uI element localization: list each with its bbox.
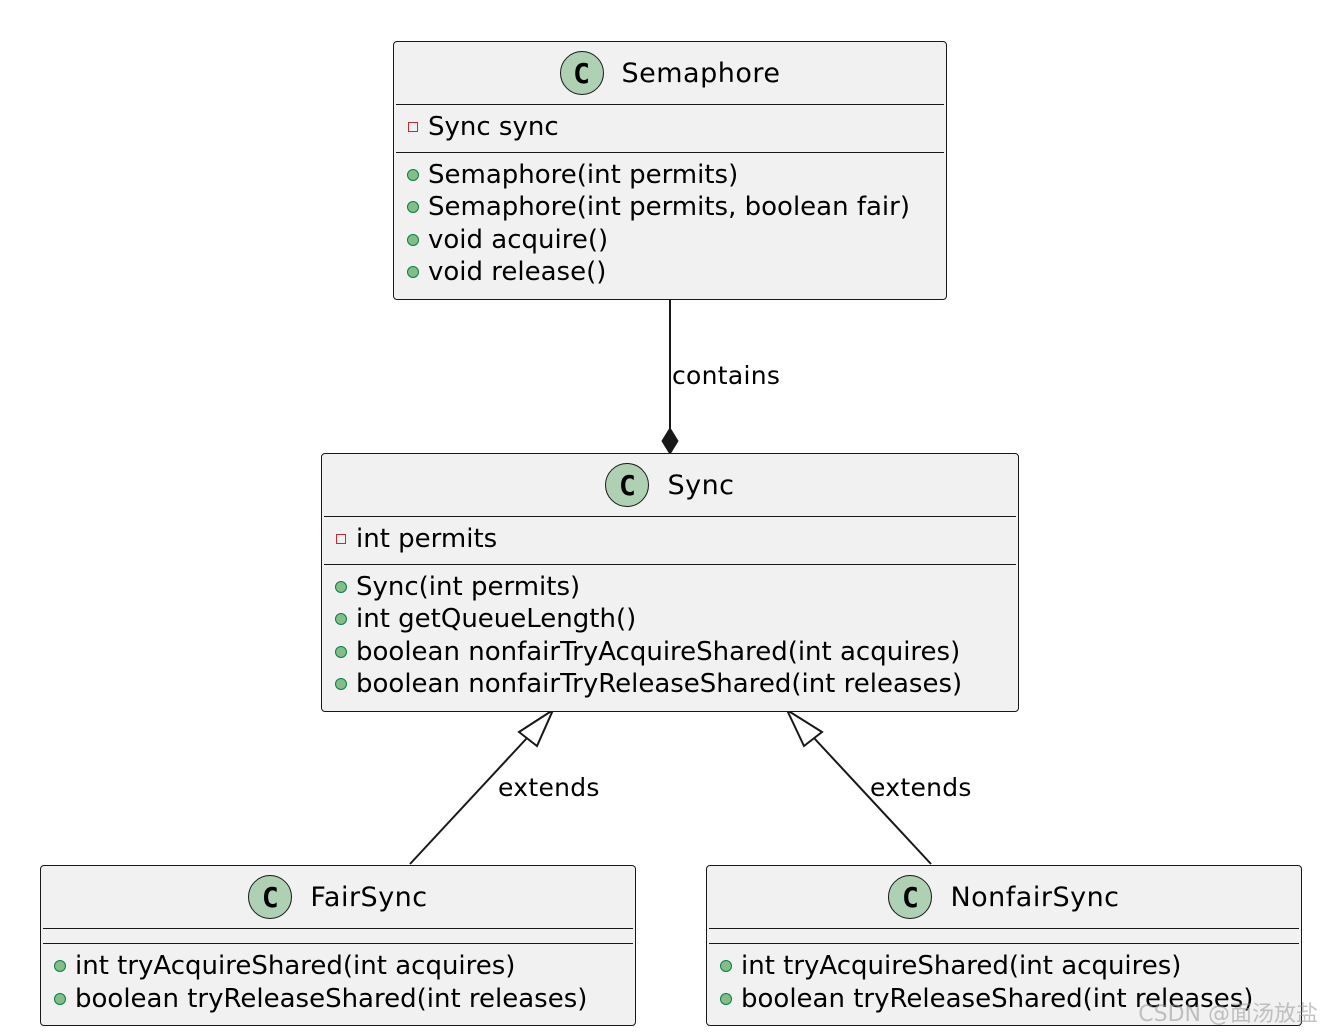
fairsync-extends-label: extends [498, 773, 600, 802]
method-row: void acquire() [406, 224, 934, 257]
divider [709, 943, 1299, 944]
field-row: Sync sync [406, 111, 934, 144]
method-row: Semaphore(int permits, boolean fair) [406, 191, 934, 224]
method-text: void release() [428, 257, 607, 287]
field-row: int permits [334, 523, 1006, 556]
public-marker-icon [54, 960, 66, 973]
divider [396, 151, 944, 153]
class-header: C NonfairSync [707, 866, 1301, 928]
private-marker-icon [408, 122, 418, 133]
public-marker-icon [720, 960, 732, 973]
class-header: C FairSync [41, 866, 635, 928]
method-text: int tryAcquireShared(int acquires) [741, 951, 1182, 981]
method-text: int tryAcquireShared(int acquires) [75, 951, 516, 981]
divider [396, 104, 944, 105]
divider [709, 928, 1299, 929]
method-row: boolean tryReleaseShared(int releases) [53, 983, 623, 1016]
watermark: CSDN @面汤放盐 [1138, 1002, 1318, 1027]
method-text: boolean nonfairTryReleaseShared(int rele… [356, 669, 963, 699]
field-text: Sync sync [428, 112, 559, 142]
public-marker-icon [335, 613, 347, 626]
class-header: C Sync [322, 454, 1018, 516]
public-marker-icon [335, 678, 347, 691]
methods-section: Semaphore(int permits) Semaphore(int per… [394, 153, 946, 297]
class-name: FairSync [310, 881, 428, 913]
divider [324, 516, 1016, 517]
method-text: boolean nonfairTryAcquireShared(int acqu… [356, 636, 961, 667]
contains-label: contains [672, 361, 781, 390]
method-text: boolean tryReleaseShared(int releases) [741, 983, 1254, 1014]
nonfairsync-extends-label: extends [870, 773, 972, 802]
method-row: boolean tryReleaseShared(int releases) [719, 983, 1289, 1016]
method-row: boolean nonfairTryAcquireShared(int acqu… [334, 636, 1006, 669]
method-row: void release() [406, 256, 934, 289]
class-name: Semaphore [621, 57, 781, 89]
public-marker-icon [407, 266, 419, 279]
private-marker-icon [336, 534, 346, 545]
class-c-icon: C [888, 875, 933, 919]
method-text: void acquire() [428, 224, 609, 255]
class-c-icon: C [605, 463, 650, 507]
class-nonfairsync[interactable]: C NonfairSync int tryAcquireShared(int a… [706, 865, 1302, 1026]
methods-section: Sync(int permits) int getQueueLength() b… [322, 565, 1018, 709]
method-text: Semaphore(int permits) [428, 159, 739, 190]
method-row: int tryAcquireShared(int acquires) [719, 950, 1289, 983]
fairsync-extends-line [409, 737, 528, 865]
method-row: Sync(int permits) [334, 571, 1006, 604]
divider [324, 563, 1016, 565]
public-marker-icon [407, 201, 419, 214]
public-marker-icon [407, 168, 419, 181]
method-text: Sync(int permits) [356, 571, 581, 602]
divider [43, 928, 633, 929]
nonfairsync-inheritance-arrow [784, 707, 824, 748]
public-marker-icon [407, 233, 419, 246]
class-c-icon: C [248, 875, 293, 919]
method-row: boolean nonfairTryReleaseShared(int rele… [334, 668, 1006, 701]
fairsync-inheritance-arrow [517, 707, 556, 748]
class-semaphore[interactable]: C Semaphore Sync sync Semaphore(int perm… [393, 41, 947, 300]
class-sync[interactable]: C Sync int permits Sync(int permits) int… [321, 453, 1019, 712]
fields-section: int permits [322, 517, 1018, 564]
class-header: C Semaphore [394, 42, 946, 104]
methods-section: int tryAcquireShared(int acquires) boole… [41, 944, 635, 1023]
method-text: Semaphore(int permits, boolean fair) [428, 192, 910, 222]
class-name: NonfairSync [950, 881, 1120, 913]
field-text: int permits [356, 524, 498, 554]
class-name: Sync [667, 469, 735, 501]
method-text: int getQueueLength() [356, 604, 637, 634]
method-row: int getQueueLength() [334, 603, 1006, 636]
method-text: boolean tryReleaseShared(int releases) [75, 983, 588, 1014]
methods-section: int tryAcquireShared(int acquires) boole… [707, 944, 1301, 1023]
class-c-icon: C [559, 51, 604, 95]
fields-section [707, 929, 1301, 943]
fields-section: Sync sync [394, 105, 946, 152]
class-fairsync[interactable]: C FairSync int tryAcquireShared(int acqu… [40, 865, 636, 1026]
public-marker-icon [720, 992, 732, 1005]
fields-section [41, 929, 635, 943]
public-marker-icon [335, 580, 347, 593]
divider [43, 943, 633, 944]
nonfairsync-extends-line [813, 737, 932, 865]
method-row: int tryAcquireShared(int acquires) [53, 950, 623, 983]
method-row: Semaphore(int permits) [406, 159, 934, 192]
public-marker-icon [335, 645, 347, 658]
public-marker-icon [54, 992, 66, 1005]
composition-diamond [661, 427, 679, 455]
